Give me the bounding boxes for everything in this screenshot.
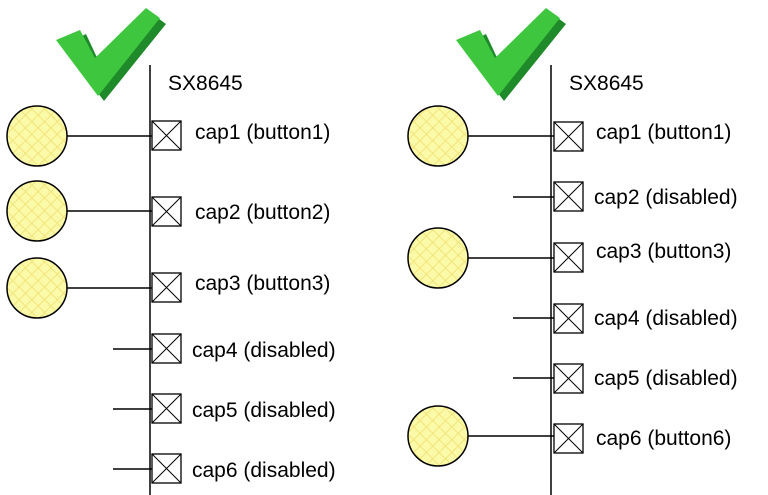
chip-label: SX8645 [569,72,644,95]
pin-box-icon [151,333,182,364]
pin-label: cap4 (disabled) [192,339,336,362]
pin-row: cap6 (button6) [407,405,731,467]
pin-label: cap1 (button1) [596,121,731,144]
touch-button-circle [6,105,68,167]
pin-label: cap4 (disabled) [594,307,738,330]
pin-row: cap5 (disabled) [113,393,336,424]
pin-box-icon [151,272,182,303]
pin-label: cap1 (button1) [195,121,330,144]
pin-box-icon [151,120,182,151]
pin-box-icon [151,196,182,227]
pin-row: cap6 (disabled) [113,453,336,484]
pin-box-icon [553,423,584,454]
pin-row: cap1 (button1) [407,105,731,167]
touch-button-circle [6,180,68,242]
pin-box-icon [553,303,584,334]
panel-right: SX8645 cap1 (button1) cap2 (disabled) [407,8,738,495]
pin-box-icon [553,242,584,273]
pin-row: cap5 (disabled) [513,363,738,394]
chip-label: SX8645 [168,72,243,95]
check-mark-icon [456,8,566,101]
pin-row: cap2 (button2) [6,180,330,242]
pin-box-icon [553,121,584,152]
pin-label: cap2 (button2) [195,201,330,224]
check-mark-icon [56,8,166,101]
pin-label: cap5 (disabled) [594,367,738,390]
touch-button-circle [407,105,469,167]
pin-row: cap3 (button3) [6,257,330,319]
pin-box-icon [553,363,584,394]
pin-label: cap6 (button6) [596,427,731,450]
pin-box-icon [553,181,584,212]
pin-label: cap2 (disabled) [594,186,738,209]
touch-button-circle [407,227,469,289]
touch-button-circle [6,257,68,319]
touch-button-circle [407,405,469,467]
pin-row: cap4 (disabled) [513,303,738,334]
panel-left: SX8645 cap1 (button1) cap2 (button2) [6,8,336,495]
pin-label: cap3 (button3) [596,240,731,263]
pin-row: cap3 (button3) [407,227,731,289]
pin-row: cap2 (disabled) [513,181,738,212]
pin-label: cap6 (disabled) [192,459,336,482]
pin-box-icon [151,453,182,484]
pin-box-icon [151,393,182,424]
pin-row: cap4 (disabled) [113,333,336,364]
pin-row: cap1 (button1) [6,105,330,167]
pin-label: cap5 (disabled) [192,399,336,422]
pin-label: cap3 (button3) [195,272,330,295]
